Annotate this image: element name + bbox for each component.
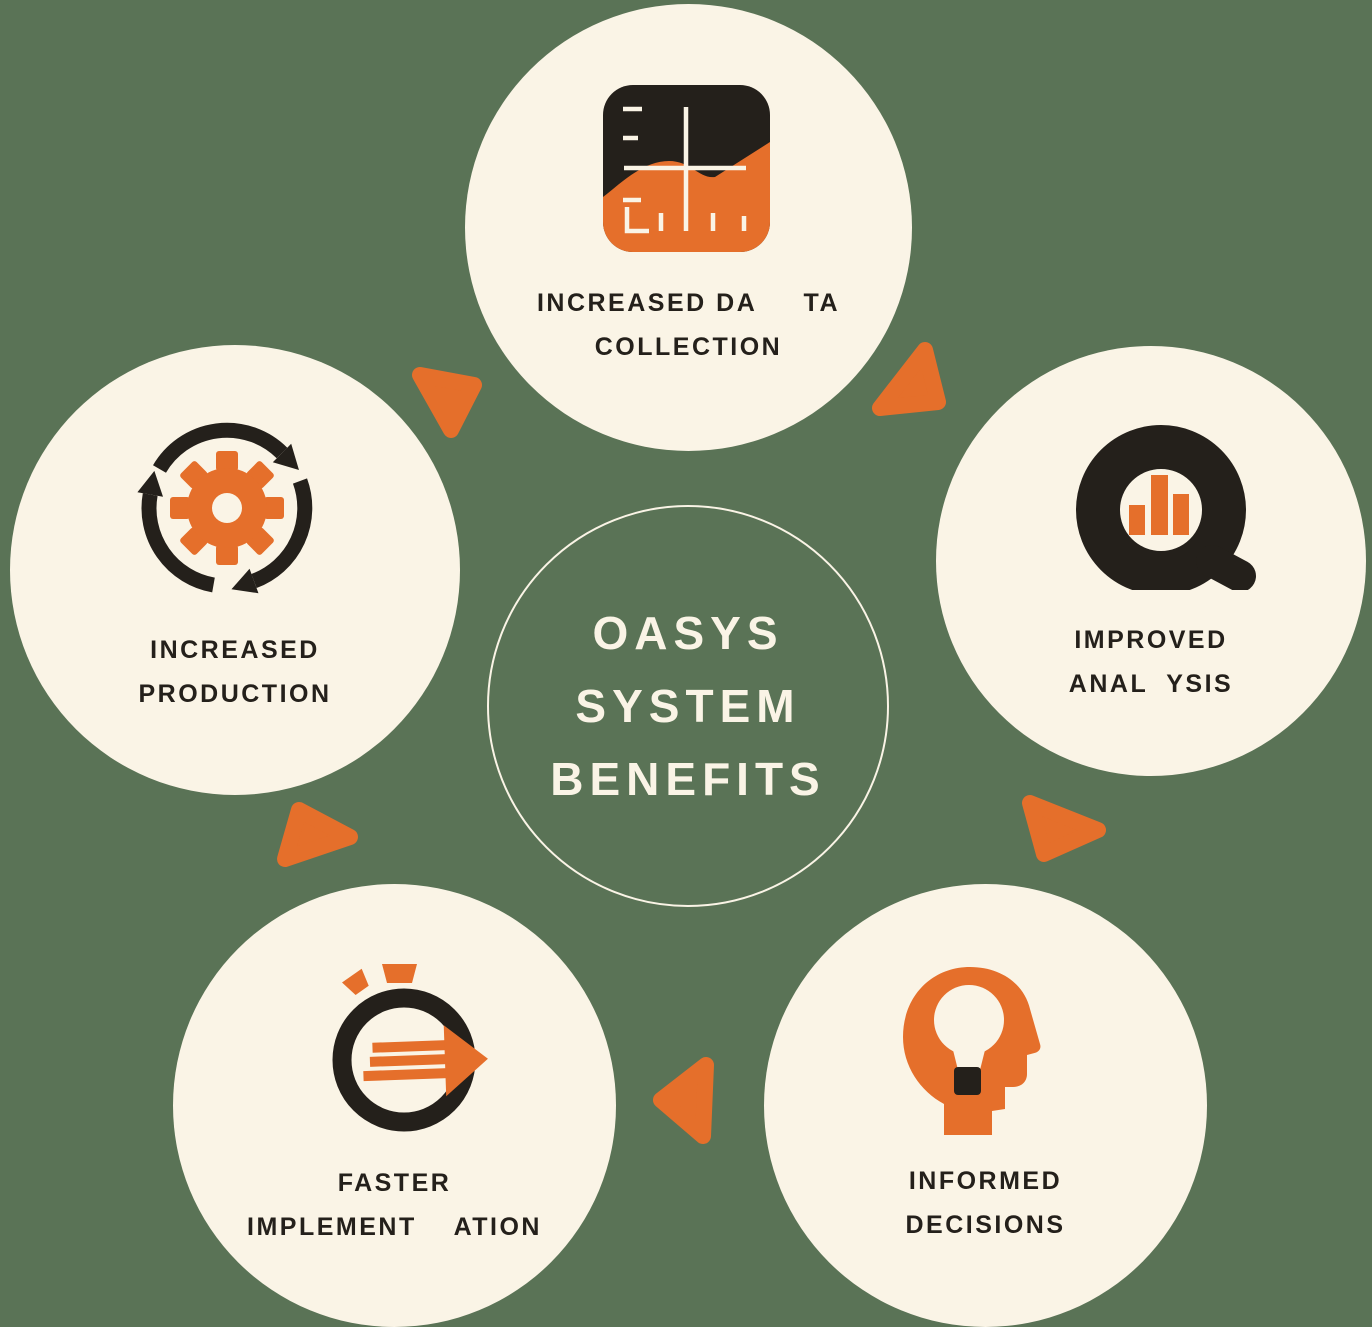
label-increased-data-collection: INCREASED DA TA COLLECTION bbox=[465, 281, 912, 369]
label-line: ANAL YSIS bbox=[1068, 670, 1234, 698]
label-line: IMPLEMENT ATION bbox=[247, 1213, 542, 1241]
node-improved-analysis: IMPROVED ANAL YSIS bbox=[936, 346, 1366, 776]
head-lightbulb-icon bbox=[903, 967, 1041, 1135]
node-increased-production: INCREASED PRODUCTION bbox=[10, 345, 460, 795]
label-improved-analysis: IMPROVED ANAL YSIS bbox=[936, 618, 1366, 706]
arrow-triangle-right bbox=[1022, 795, 1106, 862]
speed-arrow bbox=[363, 1025, 488, 1097]
center-title-line-3: BENEFITS bbox=[550, 752, 826, 805]
label-line: INFORMED bbox=[908, 1167, 1063, 1195]
arrow-triangle-down bbox=[412, 367, 482, 438]
node-informed-decisions: INFORMED DECISIONS bbox=[764, 884, 1207, 1327]
chart-axes-icon bbox=[603, 85, 770, 252]
label-line: IMPROVED bbox=[1074, 626, 1228, 654]
label-line: FASTER bbox=[337, 1169, 452, 1197]
label-increased-production: INCREASED PRODUCTION bbox=[10, 628, 460, 716]
center-title-line-1: OASYS bbox=[592, 606, 784, 659]
center-title-line-2: SYSTEM bbox=[575, 679, 801, 732]
arrow-triangle-right-lower-left bbox=[277, 802, 358, 867]
label-line: INCREASED bbox=[150, 636, 320, 664]
gear-cycle-arrows-icon bbox=[137, 422, 313, 594]
node-faster-implementation: FASTER IMPLEMENT ATION bbox=[173, 884, 616, 1327]
label-informed-decisions: INFORMED DECISIONS bbox=[764, 1159, 1207, 1247]
label-faster-implementation: FASTER IMPLEMENT ATION bbox=[173, 1161, 616, 1249]
label-line: COLLECTION bbox=[594, 333, 783, 361]
label-line: DECISIONS bbox=[905, 1211, 1066, 1239]
label-line: INCREASED DA TA bbox=[536, 289, 841, 317]
center-title-circle: OASYS SYSTEM BENEFITS bbox=[487, 505, 889, 907]
node-increased-data-collection: INCREASED DA TA COLLECTION bbox=[465, 4, 912, 451]
arrow-triangle-up bbox=[872, 342, 946, 416]
stopwatch-arrow-icon bbox=[332, 964, 488, 1132]
gear bbox=[170, 451, 284, 565]
arrow-triangle-left bbox=[653, 1057, 714, 1144]
magnifier-bar-chart-icon bbox=[1076, 425, 1256, 590]
label-line: PRODUCTION bbox=[138, 680, 332, 708]
